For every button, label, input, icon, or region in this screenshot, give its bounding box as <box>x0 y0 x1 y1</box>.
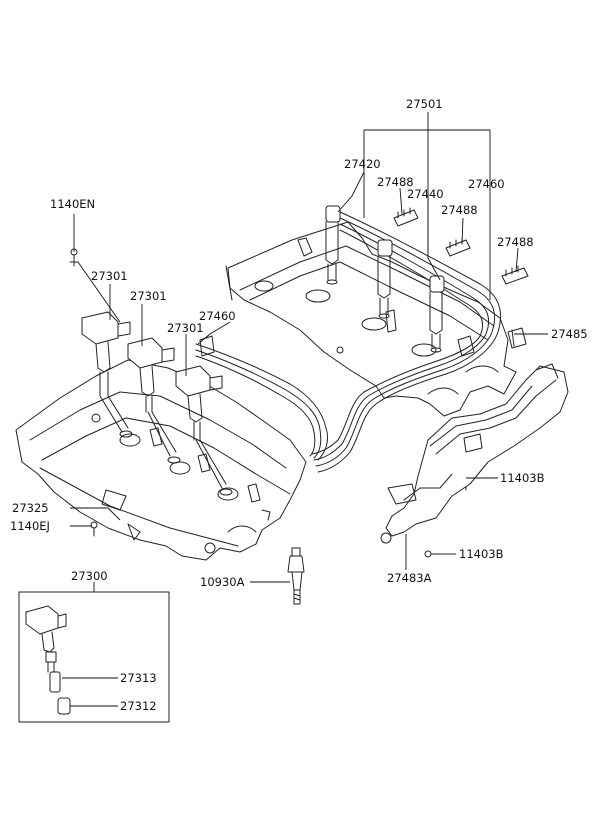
label-27485: 27485 <box>551 327 588 341</box>
label-1140EN: 1140EN <box>50 197 95 211</box>
label-27313: 27313 <box>120 671 157 685</box>
label-27301-a: 27301 <box>91 269 128 283</box>
spark-plug <box>287 547 305 605</box>
label-27300: 27300 <box>71 569 108 583</box>
label-27301-b: 27301 <box>130 289 167 303</box>
label-27420: 27420 <box>344 157 381 171</box>
wire-clips <box>393 207 529 349</box>
front-coils <box>81 311 233 496</box>
label-1140EJ: 1140EJ <box>10 519 50 533</box>
part-labels: 27501 27420 27488 27440 27460 27488 2748… <box>10 97 588 713</box>
label-27325: 27325 <box>12 501 49 515</box>
label-27301-c: 27301 <box>167 321 204 335</box>
label-27460-b: 27460 <box>199 309 236 323</box>
label-27460-a: 27460 <box>468 177 505 191</box>
bracket-27483A <box>380 363 569 544</box>
label-27312: 27312 <box>120 699 157 713</box>
label-11403B-a: 11403B <box>500 471 545 485</box>
leader-lines <box>62 112 548 707</box>
rear-head-cover <box>225 221 517 417</box>
label-27488-b: 27488 <box>441 203 478 217</box>
label-27501: 27501 <box>406 97 443 111</box>
rear-coils <box>325 205 445 353</box>
label-27440: 27440 <box>407 187 444 201</box>
label-27488-a: 27488 <box>377 175 414 189</box>
label-10930A: 10930A <box>200 575 245 589</box>
label-11403B-b: 11403B <box>459 547 504 561</box>
label-27483A: 27483A <box>387 571 432 585</box>
front-head-cover <box>15 359 307 561</box>
label-27488-c: 27488 <box>497 235 534 249</box>
